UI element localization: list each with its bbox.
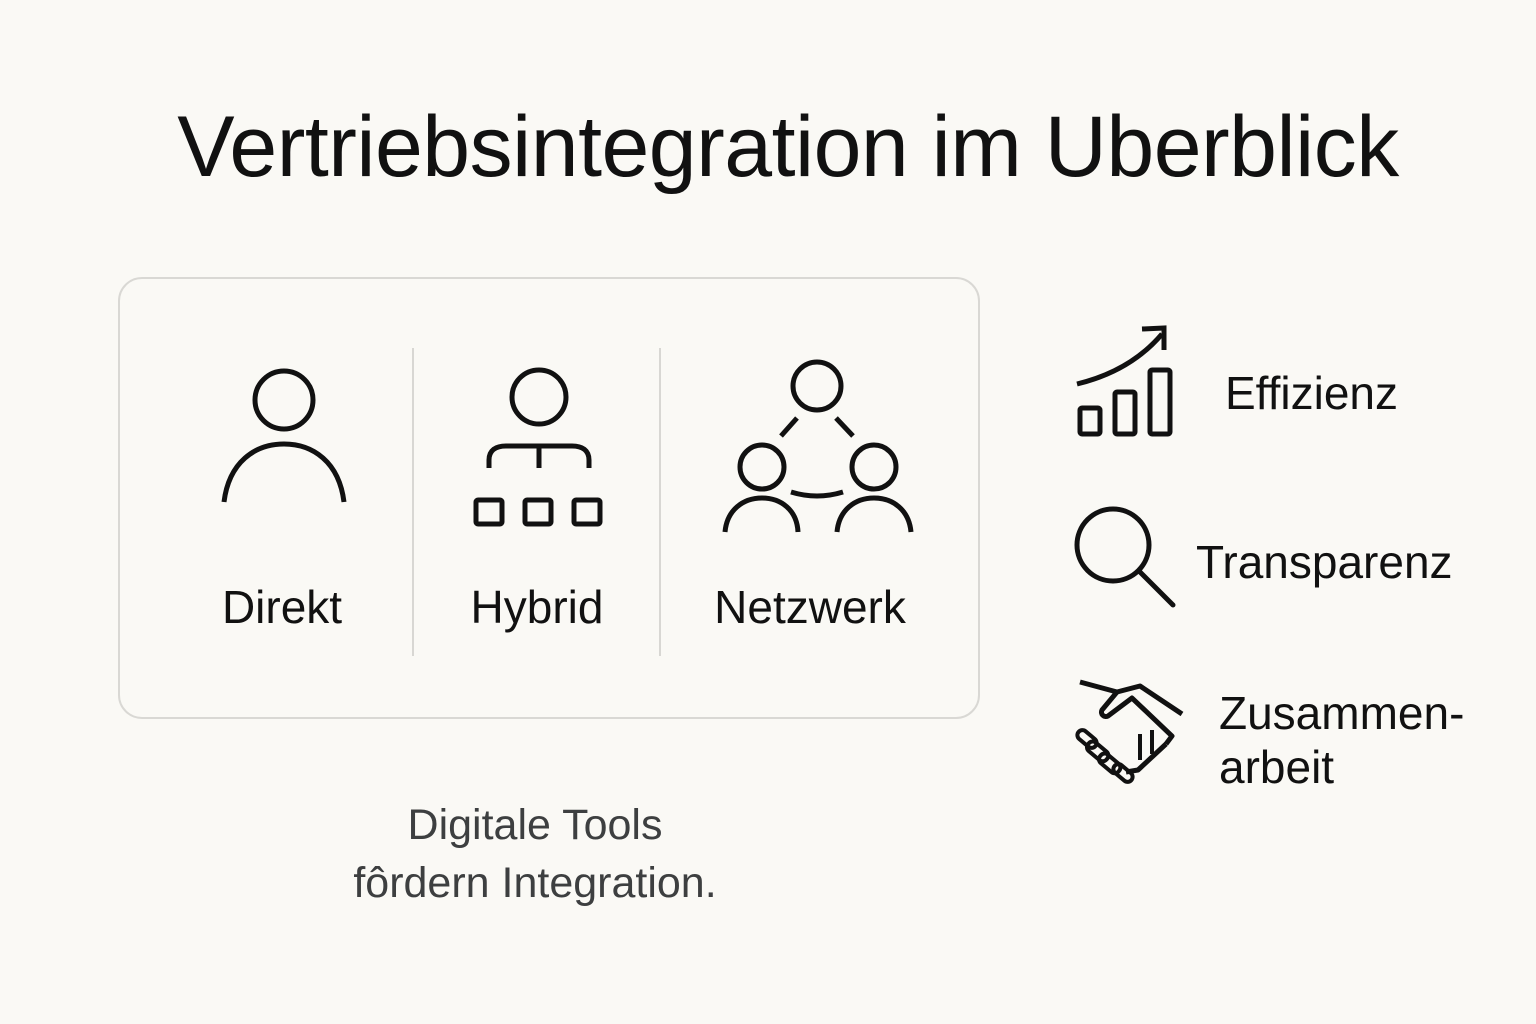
channel-label-hybrid: Hybrid [470, 581, 604, 633]
card-divider [412, 348, 414, 656]
channel-label-netzwerk: Netzwerk [714, 581, 906, 633]
channel-label-direkt: Direkt [221, 581, 343, 633]
growth-chart-icon [1076, 325, 1173, 437]
benefit-label-line-1: Zusammen- [1219, 687, 1465, 739]
page-title: Vertriebsintegration im Uberblick [177, 99, 1399, 195]
org-hierarchy-icon [473, 367, 603, 527]
caption-line-1: Digitale Tools [407, 801, 663, 849]
benefit-label-transparenz: Transparenz [1196, 536, 1453, 588]
card-divider [659, 348, 661, 656]
handshake-icon [1075, 679, 1184, 784]
benefit-label-line-2: arbeit [1219, 741, 1335, 793]
benefit-label-zusammenarbeit: Zusammen- arbeit [1219, 686, 1464, 794]
caption-line-2: fôrdern Integration. [353, 859, 717, 907]
caption: Digitale Tools fôrdern Integration. [300, 796, 770, 912]
network-people-icon [722, 359, 914, 533]
person-icon [221, 368, 347, 503]
benefit-label-effizienz: Effizienz [1225, 367, 1399, 419]
channels-card [118, 277, 980, 719]
magnifier-icon [1074, 506, 1176, 608]
